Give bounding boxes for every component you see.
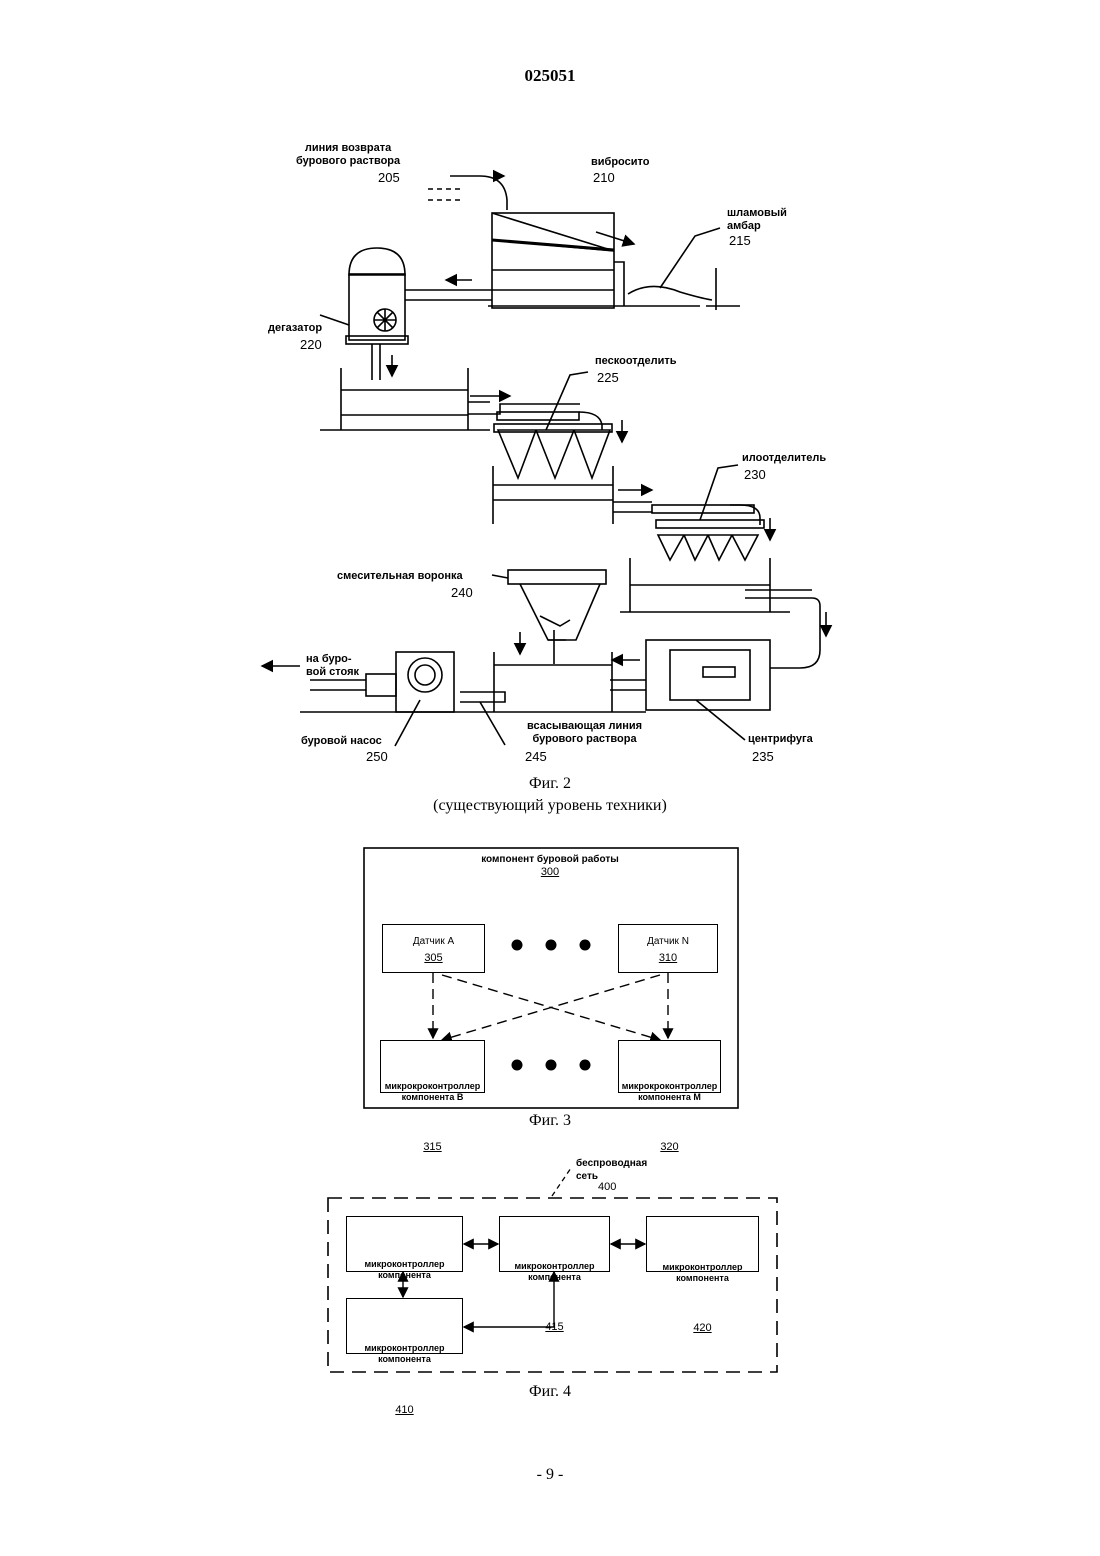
network-label: беспроводная сеть xyxy=(576,1157,647,1183)
microcontroller-405-label: микроконтроллер компонента xyxy=(347,1259,462,1281)
microcontroller-420-box: микроконтроллер компонента 420 xyxy=(646,1216,759,1272)
fig4-caption: Фиг. 4 xyxy=(0,1383,1100,1401)
network-number: 400 xyxy=(598,1181,616,1193)
microcontroller-415-number: 415 xyxy=(500,1321,609,1333)
microcontroller-410-label: микроконтроллер компонента xyxy=(347,1343,462,1365)
microcontroller-410-box: микроконтроллер компонента 410 xyxy=(346,1298,463,1354)
microcontroller-420-number: 420 xyxy=(647,1322,758,1334)
microcontroller-410-number: 410 xyxy=(347,1404,462,1416)
page-number: - 9 - xyxy=(0,1466,1100,1484)
microcontroller-415-box: микроконтроллер компонента 415 xyxy=(499,1216,610,1272)
microcontroller-405-box: микроконтроллер компонента 405 xyxy=(346,1216,463,1272)
microcontroller-420-label: микроконтроллер компонента xyxy=(647,1262,758,1284)
microcontroller-415-label: микроконтроллер компонента xyxy=(500,1261,609,1283)
